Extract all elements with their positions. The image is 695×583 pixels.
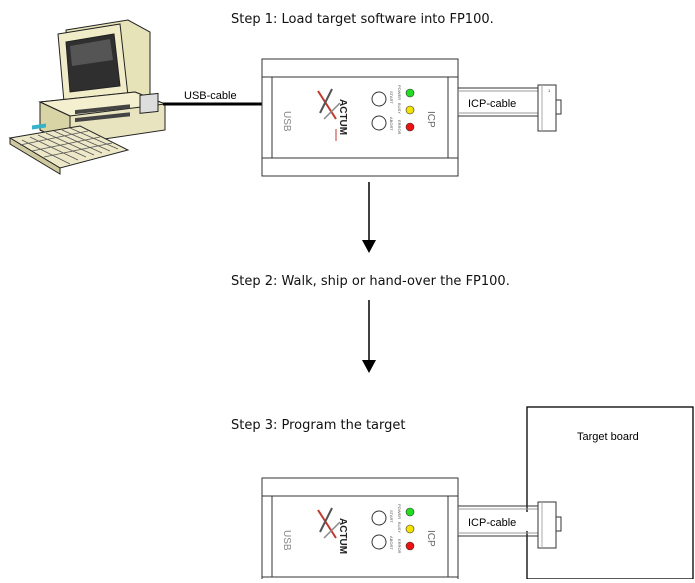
power-led	[405, 88, 415, 98]
step-3-caption: Step 3: Program the target	[231, 418, 406, 433]
brand-text-bottom: ACTUM	[337, 518, 348, 554]
svg-text:1: 1	[548, 88, 551, 93]
brand-text: ACTUM	[337, 99, 348, 135]
icp-cable-bottom: ICP-cable	[458, 501, 562, 549]
target-board-label: Target board	[577, 431, 639, 443]
busy-led	[405, 105, 415, 115]
abort-button-label-bottom: ABORT	[389, 536, 394, 550]
error-led-bottom	[405, 541, 415, 551]
icp-cable-top-label: ICP-cable	[468, 98, 516, 110]
step-2-caption: Step 2: Walk, ship or hand-over the FP10…	[231, 274, 510, 289]
flow-arrow-2	[362, 300, 376, 373]
usb-port-label: USB	[281, 111, 292, 132]
usb-cable: USB-cable	[163, 90, 262, 106]
abort-button-bottom[interactable]	[371, 534, 387, 550]
abort-button-label: ABORT	[389, 117, 394, 131]
error-led-label-bottom: ERROR	[397, 539, 402, 554]
fp100-device-bottom: USB ICP ACTUM START ABORT POWER BUSY ERR…	[261, 477, 459, 583]
actum-logo: ACTUM	[317, 88, 348, 141]
actum-logo-bottom: ACTUM	[317, 507, 348, 554]
icp-cable-top: ICP-cable 1	[458, 84, 562, 132]
target-board: Target board	[526, 406, 694, 580]
busy-led-label-bottom: BUSY	[397, 522, 402, 533]
power-led-bottom	[405, 507, 415, 517]
fp100-device-top: USB ICP ACTUM START ABORT POWER BUSY ERR…	[261, 58, 459, 177]
icp-cable-bottom-label: ICP-cable	[468, 517, 516, 529]
power-led-label-bottom: POWER	[397, 504, 402, 519]
icp-connector-bottom-icon	[537, 501, 557, 549]
icp-port-label: ICP	[425, 111, 436, 128]
icp-connector-icon	[537, 84, 557, 132]
power-led-label: POWER	[397, 85, 402, 100]
busy-led-label: BUSY	[397, 103, 402, 114]
step-1-caption: Step 1: Load target software into FP100.	[231, 12, 494, 27]
desktop-computer-icon	[8, 19, 167, 175]
usb-cable-label: USB-cable	[184, 90, 237, 102]
error-led	[405, 122, 415, 132]
flow-arrow-1	[362, 182, 376, 253]
start-button[interactable]	[371, 91, 387, 107]
usb-port-label-bottom: USB	[281, 530, 292, 551]
icp-port-label-bottom: ICP	[425, 530, 436, 547]
start-button-label: START	[389, 91, 394, 104]
busy-led-bottom	[405, 524, 415, 534]
start-button-label-bottom: START	[389, 510, 394, 523]
error-led-label: ERROR	[397, 120, 402, 135]
abort-button[interactable]	[371, 115, 387, 131]
start-button-bottom[interactable]	[371, 510, 387, 526]
